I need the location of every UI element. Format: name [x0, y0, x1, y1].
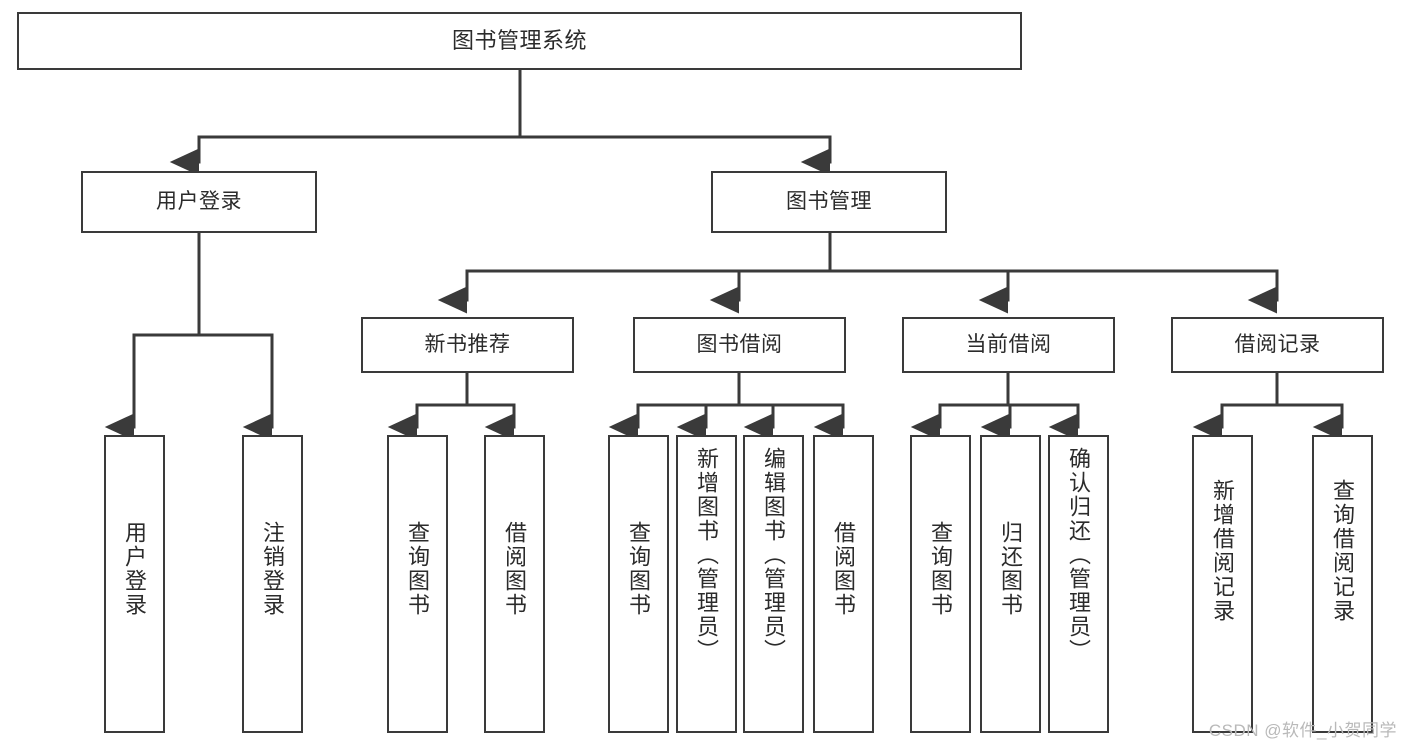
leaf-rec-borrow-book-label: 借阅图书 [502, 521, 528, 617]
leaf-cur-confirm-return[interactable]: 确认归还（管理员） [1048, 435, 1109, 733]
node-root-system[interactable]: 图书管理系统 [17, 12, 1022, 70]
node-user-login[interactable]: 用户登录 [81, 171, 317, 233]
leaf-cur-confirm-return-label: 确认归还（管理员） [1066, 447, 1092, 663]
leaf-user-login[interactable]: 用户登录 [104, 435, 165, 733]
leaf-logout[interactable]: 注销登录 [242, 435, 303, 733]
node-book-manage[interactable]: 图书管理 [711, 171, 947, 233]
leaf-rec-borrow-book[interactable]: 借阅图书 [484, 435, 545, 733]
node-borrow-record-label: 借阅记录 [1234, 332, 1321, 356]
leaf-borrow-query-book[interactable]: 查询图书 [608, 435, 669, 733]
leaf-rec-query-book[interactable]: 查询图书 [387, 435, 448, 733]
leaf-rec-query-book-label: 查询图书 [405, 521, 431, 617]
node-book-borrow-label: 图书借阅 [696, 332, 783, 356]
leaf-cur-return-book-label: 归还图书 [998, 521, 1024, 617]
node-user-login-label: 用户登录 [156, 189, 242, 213]
node-book-borrow[interactable]: 图书借阅 [633, 317, 846, 373]
leaf-borrow-query-book-label: 查询图书 [626, 521, 652, 617]
node-new-book-recommend[interactable]: 新书推荐 [361, 317, 574, 373]
leaf-borrow-edit-book-label: 编辑图书（管理员） [761, 447, 787, 663]
node-borrow-record[interactable]: 借阅记录 [1171, 317, 1384, 373]
leaf-borrow-add-book-label: 新增图书（管理员） [694, 447, 720, 663]
leaf-user-login-label: 用户登录 [122, 521, 148, 617]
leaf-rec-query-record-label: 查询借阅记录 [1330, 479, 1356, 623]
leaf-rec-query-record[interactable]: 查询借阅记录 [1312, 435, 1373, 733]
leaf-logout-label: 注销登录 [260, 521, 286, 617]
leaf-borrow-edit-book[interactable]: 编辑图书（管理员） [743, 435, 804, 733]
leaf-borrow-borrow-book-label: 借阅图书 [831, 521, 857, 617]
csdn-watermark: CSDN @软件_小贺同学 [1208, 721, 1397, 740]
leaf-cur-query-book-label: 查询图书 [928, 521, 954, 617]
node-root-system-label: 图书管理系统 [451, 28, 587, 54]
node-current-borrow[interactable]: 当前借阅 [902, 317, 1115, 373]
leaf-cur-query-book[interactable]: 查询图书 [910, 435, 971, 733]
leaf-rec-add-record-label: 新增借阅记录 [1210, 479, 1236, 623]
node-book-manage-label: 图书管理 [786, 189, 872, 213]
leaf-borrow-borrow-book[interactable]: 借阅图书 [813, 435, 874, 733]
leaf-cur-return-book[interactable]: 归还图书 [980, 435, 1041, 733]
leaf-borrow-add-book[interactable]: 新增图书（管理员） [676, 435, 737, 733]
leaf-rec-add-record[interactable]: 新增借阅记录 [1192, 435, 1253, 733]
node-current-borrow-label: 当前借阅 [965, 332, 1052, 356]
node-new-book-recommend-label: 新书推荐 [424, 332, 511, 356]
